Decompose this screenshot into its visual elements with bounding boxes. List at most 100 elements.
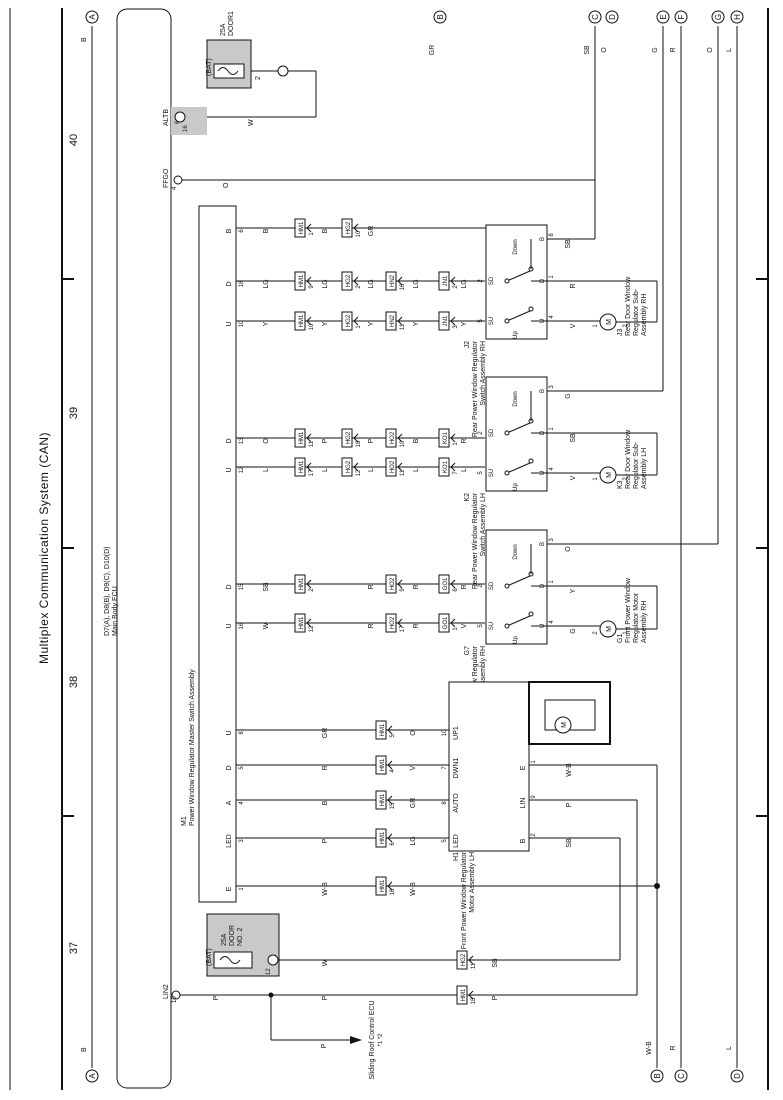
wire-color: W: [322, 959, 329, 966]
connector-code: HO2: [390, 460, 396, 473]
connector-pin: 1: [356, 325, 362, 329]
wire-color: W: [263, 622, 270, 629]
pin: 3: [549, 538, 555, 542]
pin: 5: [478, 319, 484, 323]
connector-arrow: [353, 462, 359, 472]
wire-color: SB: [565, 239, 572, 249]
svg-text:W: W: [248, 119, 255, 126]
h1-pin-label: LIN: [520, 798, 527, 809]
svg-text:6: 6: [175, 120, 181, 124]
svg-text:A: A: [88, 1073, 97, 1079]
connector-pin: 11: [471, 962, 477, 969]
connector-code: HG2: [346, 314, 352, 327]
terminal-id: H: [733, 14, 742, 20]
pin: 9: [531, 795, 537, 799]
switch-name: Rear Power Window Regulator: [472, 340, 479, 437]
connector-pin: 18: [356, 440, 362, 447]
terminal-wire: L: [726, 48, 733, 52]
terminal-d-bottom: [730, 1069, 744, 1083]
connector-code: GO1: [443, 616, 449, 629]
connector-arrow: [468, 955, 474, 965]
master-pin: 16: [239, 622, 245, 629]
motor-name: Rear Door Window: [625, 429, 632, 489]
motor-name: Assembly RH: [641, 601, 648, 643]
wire-color: W-B: [322, 882, 329, 896]
master-pin: 13: [239, 437, 245, 444]
connector: [385, 574, 397, 594]
connector-arrow: [387, 833, 393, 843]
connector-arrow: [306, 316, 312, 326]
h1-box: [448, 681, 530, 852]
switch-down: Down: [513, 391, 519, 406]
master-pin: 3: [239, 839, 245, 843]
wire-color: Y: [413, 321, 420, 326]
switch-up: Up: [513, 636, 519, 644]
connector-pin: 15: [390, 802, 396, 809]
wire-color: LG: [263, 279, 270, 288]
connector-code: HG2: [346, 274, 352, 287]
h1-name: Motor Assembly LH: [469, 852, 476, 913]
pin: 2: [623, 477, 629, 481]
terminal-c: [588, 10, 602, 24]
main-body-ecu: D7(A), D8(B), D9(C), D10(D) Main Body EC…: [104, 8, 172, 1089]
switch-node: [528, 611, 534, 617]
connector: [341, 428, 353, 448]
wire-color: R: [322, 765, 329, 770]
connector-arrow: [353, 316, 359, 326]
pin: 5: [442, 839, 448, 843]
connector-pin: 6: [453, 588, 459, 592]
wire-color: R: [461, 584, 468, 589]
h1-name: Front Power Window Regulator: [461, 851, 468, 949]
wire-color: L: [461, 468, 468, 472]
connector-pin: 11: [400, 469, 406, 476]
connector-code: HN2: [390, 274, 396, 287]
terminal-id: E: [659, 14, 668, 19]
connector-code: HM1: [380, 758, 386, 771]
switch-name: Switch Assembly RH: [480, 341, 487, 406]
master-pin: 4: [239, 801, 245, 805]
switch-node: [504, 583, 510, 589]
svg-text:B: B: [81, 1047, 88, 1052]
terminal-f: [674, 10, 688, 24]
h1-pin-label: B: [520, 838, 527, 843]
svg-text:4: 4: [172, 186, 178, 190]
master-terminal: U: [226, 730, 233, 735]
fuse-name: NO. 2: [237, 928, 244, 946]
motor-name: Front Power Window: [625, 577, 632, 643]
master-terminal: U: [226, 321, 233, 326]
motor-code: G1: [617, 634, 624, 643]
switch-node: [504, 278, 510, 284]
switch-node: [504, 318, 510, 324]
connector: [375, 755, 387, 775]
master-switch: M1 Power Window Regulator Master Switch …: [181, 205, 237, 903]
switch-contact: [506, 462, 531, 474]
connector: [456, 950, 468, 970]
wire-color: LG: [368, 279, 375, 288]
pin: 2: [593, 631, 599, 635]
connector-code: HO2: [390, 577, 396, 590]
switch-node: [528, 458, 534, 464]
pin: 2: [623, 324, 629, 328]
terminal-id: C: [677, 1073, 686, 1079]
svg-text:16: 16: [183, 125, 189, 132]
master-terminal: D: [226, 765, 233, 770]
wire-color: L: [413, 468, 420, 472]
connector-pin: 1: [309, 232, 315, 236]
connector-code: GO1: [443, 577, 449, 590]
wire-color: P: [492, 995, 499, 1000]
terminal-id: D: [608, 14, 617, 20]
wire-color: L: [263, 468, 270, 472]
svg-text:25A: 25A: [220, 23, 227, 36]
pin: 4: [549, 467, 555, 471]
master-terminal: E: [226, 886, 233, 891]
wire-color: W-B: [566, 763, 573, 777]
wire-color: SB: [566, 838, 573, 848]
connector: [438, 311, 450, 331]
